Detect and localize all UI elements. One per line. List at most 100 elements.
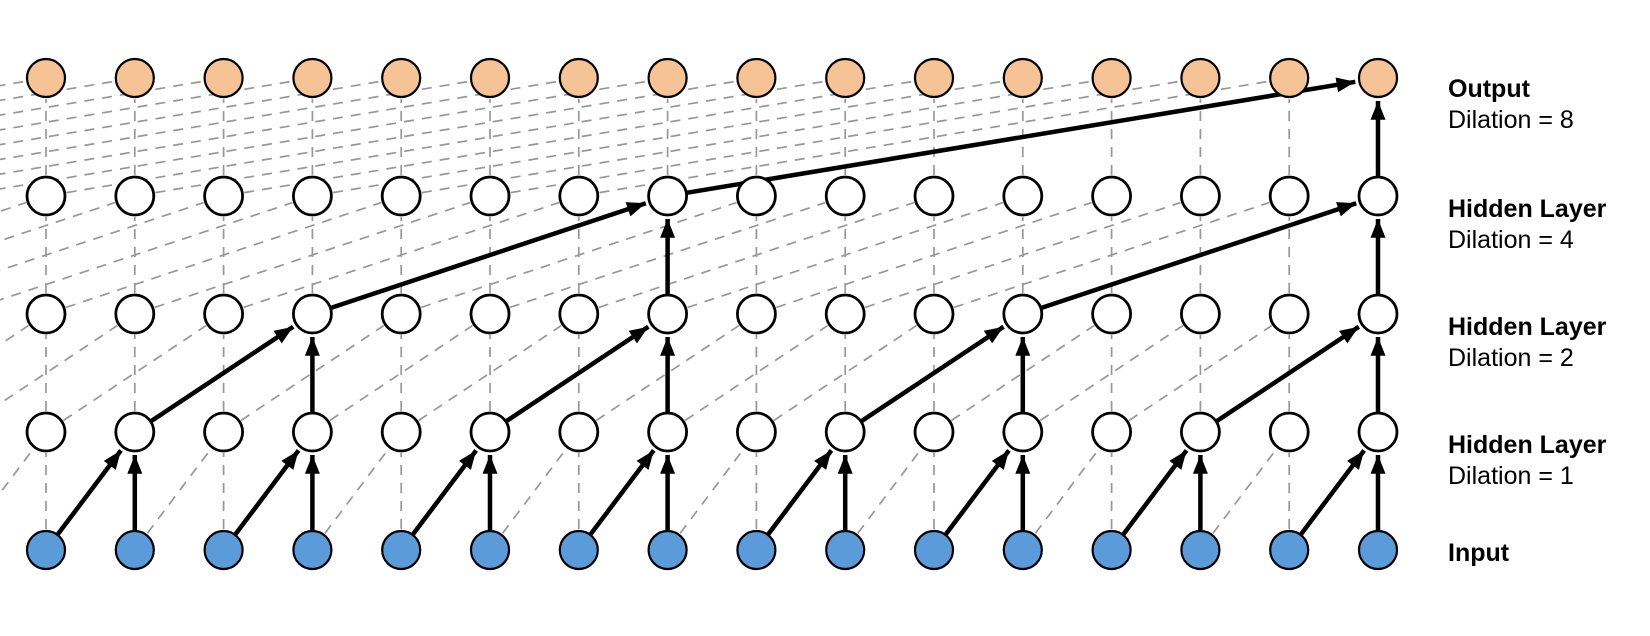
layer-label-input-title: Input bbox=[1448, 539, 1510, 567]
node-input-6 bbox=[558, 529, 599, 571]
node-output-6 bbox=[558, 57, 599, 99]
edge-bold-hidden1-col15-diagonal bbox=[1299, 449, 1366, 536]
node-hidden3-5 bbox=[469, 175, 511, 217]
node-output-4 bbox=[381, 57, 422, 99]
edge-dashed-hidden3-col0-diagonal bbox=[0, 201, 27, 213]
node-hidden3-4 bbox=[380, 175, 422, 217]
edge-dashed-hidden3-col12-diagonal bbox=[776, 201, 1092, 309]
node-input-8 bbox=[736, 529, 777, 571]
edge-dashed-hidden3-col10-diagonal bbox=[598, 201, 915, 309]
node-input-12 bbox=[1091, 529, 1132, 571]
node-output-7 bbox=[647, 57, 688, 99]
layer-label-hidden3: Hidden Layer Dilation = 4 bbox=[1448, 194, 1606, 256]
node-input-13 bbox=[1180, 529, 1221, 571]
layer-label-hidden2-dilation: Dilation = 2 bbox=[1448, 344, 1574, 372]
layer-label-output: Output Dilation = 8 bbox=[1448, 74, 1574, 136]
layer-label-output-title: Output bbox=[1448, 75, 1530, 103]
edge-dashed-output-col3-diagonal bbox=[0, 80, 292, 131]
edge-dashed-output-col2-diagonal bbox=[0, 80, 204, 116]
node-hidden1-5 bbox=[469, 411, 511, 453]
node-hidden1-3 bbox=[291, 411, 333, 453]
node-hidden2-11 bbox=[1002, 293, 1044, 335]
edge-bold-hidden1-col3-diagonal bbox=[233, 449, 301, 536]
node-output-1 bbox=[114, 57, 155, 99]
edge-dashed-output-col1-diagonal bbox=[0, 80, 115, 102]
node-hidden1-7 bbox=[647, 411, 688, 453]
node-hidden1-2 bbox=[203, 411, 245, 453]
edge-dashed-hidden1-col4-diagonal bbox=[324, 448, 390, 534]
node-input-7 bbox=[647, 529, 688, 571]
edge-dashed-hidden1-col2-diagonal bbox=[146, 448, 212, 534]
node-hidden3-0 bbox=[25, 175, 67, 217]
node-hidden1-6 bbox=[558, 411, 600, 453]
layer-label-input: Input bbox=[1448, 538, 1509, 569]
edge-bold-hidden2-col11-diagonal bbox=[860, 324, 1005, 423]
node-hidden3-14 bbox=[1268, 175, 1310, 217]
node-hidden2-1 bbox=[114, 293, 156, 335]
layer-label-output-dilation: Dilation = 8 bbox=[1448, 106, 1574, 134]
node-hidden3-1 bbox=[114, 175, 156, 217]
node-hidden3-12 bbox=[1091, 175, 1132, 217]
edge-dashed-output-col8-diagonal bbox=[66, 80, 736, 194]
edge-dashed-hidden1-col6-diagonal bbox=[501, 448, 567, 534]
node-hidden3-2 bbox=[203, 175, 245, 217]
edge-dashed-output-col0-diagonal bbox=[0, 80, 26, 87]
edge-dashed-hidden3-col13-diagonal bbox=[864, 201, 1181, 309]
node-hidden1-4 bbox=[380, 411, 422, 453]
node-output-12 bbox=[1091, 57, 1132, 99]
node-hidden2-12 bbox=[1091, 293, 1132, 335]
node-hidden2-8 bbox=[736, 293, 777, 335]
node-input-5 bbox=[469, 529, 511, 571]
node-input-11 bbox=[1002, 529, 1043, 571]
node-hidden2-7 bbox=[647, 293, 688, 335]
edge-bold-output-col15-diagonal bbox=[686, 77, 1356, 195]
edge-dashed-hidden2-col0-diagonal bbox=[0, 324, 29, 346]
node-output-0 bbox=[25, 57, 67, 99]
node-hidden1-14 bbox=[1268, 411, 1310, 453]
edge-dashed-hidden3-col4-diagonal bbox=[65, 201, 382, 309]
node-hidden1-11 bbox=[1002, 411, 1044, 453]
layer-label-hidden1: Hidden Layer Dilation = 1 bbox=[1448, 430, 1606, 492]
edge-bold-hidden1-col11-diagonal bbox=[944, 449, 1011, 536]
node-hidden1-12 bbox=[1091, 411, 1132, 453]
node-input-15 bbox=[1357, 529, 1399, 571]
node-output-3 bbox=[292, 57, 333, 99]
node-output-8 bbox=[736, 57, 777, 99]
node-hidden3-8 bbox=[736, 175, 777, 217]
node-hidden3-3 bbox=[291, 175, 333, 217]
node-output-10 bbox=[913, 57, 955, 99]
edge-dashed-hidden1-col14-diagonal bbox=[1212, 448, 1278, 534]
edge-dashed-output-col13-diagonal bbox=[510, 80, 1180, 194]
edge-bold-hidden1-col9-diagonal bbox=[766, 449, 834, 536]
node-hidden2-3 bbox=[291, 293, 333, 335]
layer-label-hidden1-dilation: Dilation = 1 bbox=[1448, 462, 1574, 490]
node-hidden1-8 bbox=[736, 411, 777, 453]
node-hidden1-10 bbox=[913, 411, 955, 453]
node-input-9 bbox=[825, 529, 866, 571]
edge-dashed-hidden1-col0-diagonal bbox=[0, 448, 35, 495]
edge-dashed-output-col12-diagonal bbox=[421, 80, 1092, 194]
node-hidden2-13 bbox=[1180, 293, 1221, 335]
node-output-11 bbox=[1002, 57, 1043, 99]
node-output-9 bbox=[825, 57, 866, 99]
node-hidden3-9 bbox=[824, 175, 866, 217]
node-output-5 bbox=[469, 57, 511, 99]
edge-bold-hidden2-col15-diagonal bbox=[1215, 324, 1361, 423]
node-hidden2-9 bbox=[824, 293, 866, 335]
edge-dashed-output-col4-diagonal bbox=[0, 80, 381, 146]
node-hidden3-10 bbox=[913, 175, 955, 217]
node-hidden3-7 bbox=[647, 175, 688, 217]
edge-dashed-hidden3-col5-diagonal bbox=[154, 201, 471, 309]
edge-dashed-output-col7-diagonal bbox=[0, 80, 648, 190]
node-hidden2-0 bbox=[25, 293, 67, 335]
edge-dashed-hidden3-col2-diagonal bbox=[0, 201, 204, 272]
layer-label-hidden2-title: Hidden Layer bbox=[1448, 313, 1607, 341]
node-input-0 bbox=[25, 529, 67, 571]
node-hidden2-2 bbox=[203, 293, 245, 335]
edge-dashed-hidden3-col8-diagonal bbox=[420, 201, 737, 309]
edge-dashed-hidden1-col12-diagonal bbox=[1034, 448, 1100, 534]
edge-dashed-output-col14-diagonal bbox=[599, 80, 1269, 194]
edge-dashed-output-col5-diagonal bbox=[0, 80, 470, 161]
node-hidden1-1 bbox=[114, 411, 156, 453]
node-output-13 bbox=[1180, 57, 1221, 99]
